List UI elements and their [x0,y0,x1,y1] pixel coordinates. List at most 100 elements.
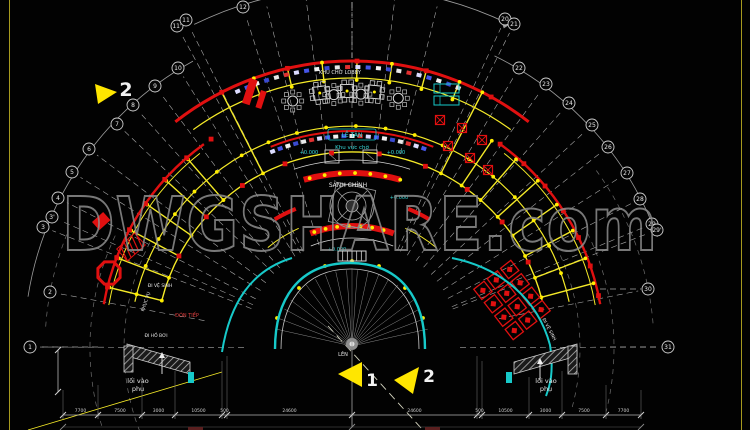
svg-text:31: 31 [664,344,672,351]
left-wing-layer [92,77,267,286]
svg-text:3: 3 [41,224,45,231]
grid-bubble [51,191,65,205]
svg-text:lối vào: lối vào [535,377,556,385]
svg-text:29': 29' [652,227,662,234]
grid-bubble [650,223,664,237]
svg-text:21: 21 [510,21,518,28]
svg-text:5: 5 [70,169,74,176]
svg-text:500: 500 [220,408,229,414]
svg-text:8: 8 [131,102,135,109]
round-table [349,82,373,106]
round-table [281,89,305,113]
svg-text:26: 26 [604,144,612,151]
svg-text:11: 11 [182,17,190,24]
svg-text:30: 30 [644,286,652,293]
svg-text:11': 11' [172,23,182,30]
svg-text:28: 28 [636,196,644,203]
svg-text:29: 29 [648,221,656,228]
right-wing-layer [433,83,552,341]
grid-bubble [82,142,96,156]
grid-bubble [170,19,184,33]
svg-text:+0.000: +0.000 [300,150,319,156]
svg-text:2: 2 [119,79,132,101]
round-table [322,83,346,107]
grid-bubble [661,340,675,354]
svg-text:SẢNH CHÍNH: SẢNH CHÍNH [329,181,367,189]
svg-text:22: 22 [515,65,523,72]
grid-bubble [148,79,162,93]
section-marker-triangle [95,84,117,104]
svg-text:6: 6 [87,146,91,153]
svg-text:27: 27 [623,170,631,177]
grid-bubble [507,17,521,31]
grid-bubble [65,165,79,179]
svg-text:1: 1 [366,371,378,391]
svg-text:phụ: phụ [540,385,552,393]
entrance-dome-layer [221,181,553,397]
central-medallion [327,181,377,231]
svg-text:4: 4 [56,195,60,202]
svg-text:LỄ TÂN: LỄ TÂN [342,131,363,139]
red-columns-layer [105,58,601,299]
section-marker-triangle [394,367,419,394]
svg-text:+0.000: +0.000 [387,150,406,156]
svg-text:7500: 7500 [578,408,590,414]
ornamental-tile-grid [472,259,552,341]
svg-text:7700: 7700 [618,408,630,414]
svg-text:20: 20 [501,16,509,23]
grid-bubble [36,220,50,234]
svg-text:lối vào: lối vào [127,377,148,385]
sheet-frame-left-border [9,0,10,430]
grid-bubble [512,61,526,75]
svg-text:2: 2 [48,289,52,296]
section-marker-triangle [338,362,362,387]
svg-text:ĐI VỆ SINH: ĐI VỆ SINH [540,316,559,341]
grid-bubble [236,0,250,14]
svg-text:7700: 7700 [75,408,87,414]
svg-text:7: 7 [115,121,119,128]
svg-text:1: 1 [28,344,32,351]
svg-text:23: 23 [542,81,550,88]
svg-text:Khu vực chờ: Khu vực chờ [335,144,369,151]
svg-text:25: 25 [588,122,596,129]
grid-bubble [601,140,615,154]
svg-text:24600: 24600 [282,408,296,414]
svg-text:500: 500 [475,408,484,414]
grid-bubble [620,166,634,180]
restaurant-furniture-layer [234,64,462,164]
round-table [386,86,410,110]
svg-text:ĐI HỒ BƠI: ĐI HỒ BƠI [144,330,167,339]
construction-grid-layer [27,0,660,430]
grid-bubble [641,282,655,296]
grid-bubble [23,340,37,354]
grid-bubble [179,13,193,27]
square-table [308,80,331,106]
grid-bubble [110,117,124,131]
svg-text:24: 24 [565,100,573,107]
grid-bubble [585,118,599,132]
sheet-frame-right-border [741,0,742,430]
svg-text:3000: 3000 [540,408,552,414]
grid-bubble [126,98,140,112]
svg-text:10: 10 [174,65,182,72]
svg-text:PHỤC VỤ: PHỤC VỤ [140,291,152,312]
stair-zigzag [116,232,146,262]
grid-bubble [633,192,647,206]
svg-text:ĐI VỆ SINH: ĐI VỆ SINH [148,281,173,289]
svg-text:10500: 10500 [191,408,205,414]
grid-bubble [43,285,57,299]
svg-text:+0.000: +0.000 [390,195,409,201]
svg-text:7500: 7500 [114,408,126,414]
svg-text:9: 9 [153,83,157,90]
svg-text:ĐÓN TIẾP: ĐÓN TIẾP [175,311,199,319]
svg-text:10500: 10500 [498,408,512,414]
svg-text:KHU CHỜ LOBBY: KHU CHỜ LOBBY [319,69,362,76]
svg-text:LÊN: LÊN [338,350,348,358]
